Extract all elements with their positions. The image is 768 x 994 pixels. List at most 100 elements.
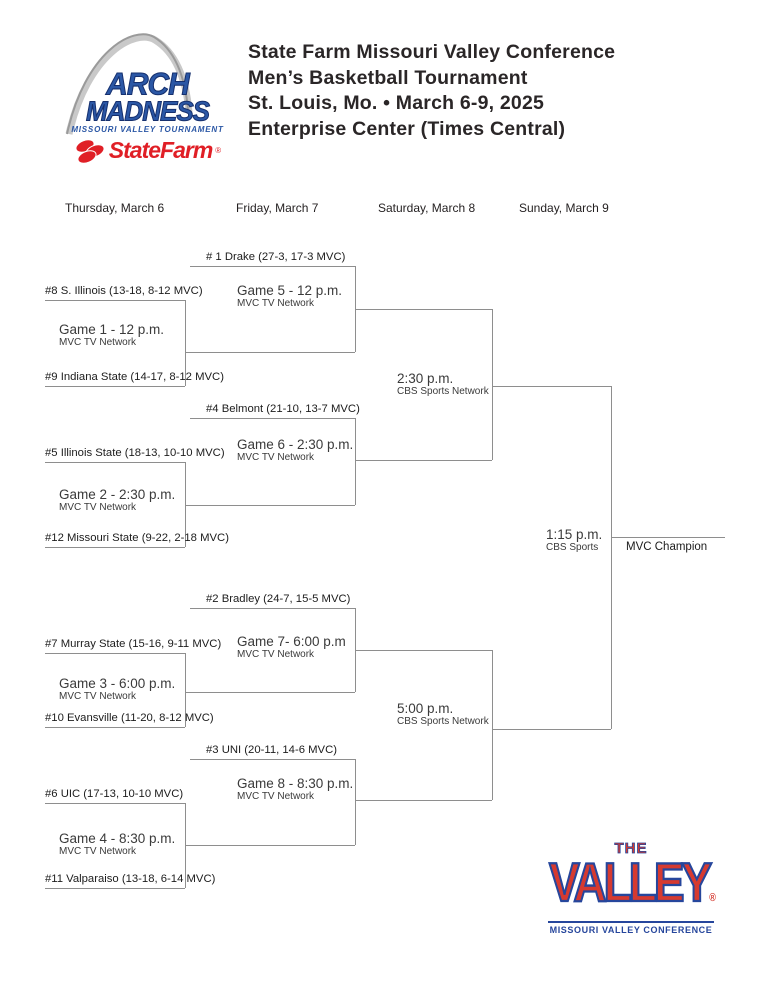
valley-logo-the: THE: [614, 840, 648, 857]
team-seed7: #7 Murray State (15-16, 9-11 MVC): [45, 638, 222, 650]
game6-time: Game 6 - 2:30 p.m.: [237, 437, 354, 452]
state-farm-trioval-icon: [73, 136, 107, 167]
game6-label: Game 6 - 2:30 p.m. MVC TV Network: [237, 437, 353, 464]
connector-game8: [355, 759, 356, 845]
game6-network: MVC TV Network: [237, 452, 315, 463]
title-line-4: Enterprise Center (Times Central): [248, 117, 566, 140]
game3-label: Game 3 - 6:00 p.m. MVC TV Network: [59, 676, 175, 703]
valley-logo-conference: MISSOURI VALLEY CONFERENCE: [549, 925, 713, 935]
game2-network: MVC TV Network: [59, 502, 137, 513]
semifinal2-time: 5:00 p.m.: [397, 701, 454, 716]
line-seed6: [45, 803, 185, 804]
game1-time: Game 1 - 12 p.m.: [59, 322, 165, 337]
semifinal1-label: 2:30 p.m. CBS Sports Network: [397, 371, 489, 398]
mvc-champion-label: MVC Champion: [626, 541, 708, 553]
state-farm-reg-mark: ®: [215, 145, 222, 155]
line-seed9: [45, 386, 185, 387]
line-seed7: [45, 653, 185, 654]
game1-network: MVC TV Network: [59, 337, 137, 348]
connector-semifinal2: [492, 650, 493, 800]
connector-game3: [185, 653, 186, 727]
state-farm-wordmark: StateFarm: [108, 136, 213, 163]
team-seed6: #6 UIC (17-13, 10-10 MVC): [45, 788, 184, 800]
winner-line-game8: [355, 800, 492, 801]
valley-logo-rule: [548, 921, 714, 923]
day-header-thursday: Thursday, March 6: [65, 201, 165, 215]
title-line-2: Men’s Basketball Tournament: [248, 66, 528, 89]
game1-label: Game 1 - 12 p.m. MVC TV Network: [59, 322, 164, 349]
semifinal2-network: CBS Sports Network: [397, 716, 489, 727]
team-seed12: #12 Missouri State (9-22, 2-18 MVC): [45, 532, 229, 544]
game8-network: MVC TV Network: [237, 791, 315, 802]
championship-network: CBS Sports: [546, 542, 599, 553]
logo-word-arch: ARCH: [106, 67, 191, 103]
valley-reg-mark: ®: [709, 891, 715, 904]
the-valley-logo: THE VALLEY® MISSOURI VALLEY CONFERENCE: [538, 840, 724, 935]
title-line-1: State Farm Missouri Valley Conference: [248, 41, 616, 63]
line-seed12: [45, 547, 185, 548]
team-seed5: #5 Illinois State (18-13, 10-10 MVC): [45, 447, 225, 459]
team-seed3: #3 UNI (20-11, 14-6 MVC): [206, 744, 338, 756]
connector-semifinal1: [492, 309, 493, 460]
game8-label: Game 8 - 8:30 p.m. MVC TV Network: [237, 776, 353, 803]
team-seed9: #9 Indiana State (14-17, 8-12 MVC): [45, 371, 224, 383]
game3-time: Game 3 - 6:00 p.m.: [59, 676, 176, 691]
day-header-friday: Friday, March 7: [236, 201, 319, 215]
winner-line-semifinal1: [492, 386, 611, 387]
game4-time: Game 4 - 8:30 p.m.: [59, 831, 176, 846]
line-seed1: [190, 266, 355, 267]
game2-label: Game 2 - 2:30 p.m. MVC TV Network: [59, 487, 175, 514]
logo-word-madness: MADNESS: [85, 95, 210, 128]
team-seed11: #11 Valparaiso (13-18, 6-14 MVC): [45, 873, 216, 885]
semifinal2-label: 5:00 p.m. CBS Sports Network: [397, 701, 489, 728]
semifinal1-network: CBS Sports Network: [397, 386, 489, 397]
game4-network: MVC TV Network: [59, 846, 137, 857]
page-title: State Farm Missouri Valley Conference Me…: [248, 40, 615, 142]
line-seed2: [190, 608, 355, 609]
game7-time: Game 7- 6:00 p.m: [237, 634, 346, 649]
game3-network: MVC TV Network: [59, 691, 137, 702]
team-seed1: # 1 Drake (27-3, 17-3 MVC): [206, 251, 346, 263]
title-line-3: St. Louis, Mo. • March 6-9, 2025: [248, 92, 545, 114]
team-seed2: #2 Bradley (24-7, 15-5 MVC): [206, 593, 351, 605]
valley-logo-wordmark: VALLEY®: [548, 851, 715, 913]
arch-madness-logo: ARCH MADNESS MISSOURI VALLEY TOURNAMENT …: [55, 28, 240, 167]
winner-line-game7: [355, 650, 492, 651]
line-seed11: [45, 888, 185, 889]
game5-time: Game 5 - 12 p.m.: [237, 283, 343, 298]
game4-label: Game 4 - 8:30 p.m. MVC TV Network: [59, 831, 175, 858]
winner-line-semifinal2: [492, 729, 611, 730]
line-seed5: [45, 462, 185, 463]
winner-line-game4: [185, 845, 355, 846]
gateway-arch-icon: [65, 33, 193, 135]
championship-label: 1:15 p.m. CBS Sports: [546, 527, 602, 554]
connector-game2: [185, 462, 186, 547]
line-seed10: [45, 727, 185, 728]
game5-network: MVC TV Network: [237, 298, 315, 309]
line-seed3: [190, 759, 355, 760]
championship-time: 1:15 p.m.: [546, 527, 603, 542]
winner-line-game5: [355, 309, 492, 310]
team-seed8: #8 S. Illinois (13-18, 8-12 MVC): [45, 285, 203, 297]
winner-line-game1: [185, 352, 355, 353]
line-seed8: [45, 300, 185, 301]
winner-line-game3: [185, 692, 355, 693]
line-seed4: [190, 418, 355, 419]
day-header-saturday: Saturday, March 8: [378, 201, 476, 215]
game5-label: Game 5 - 12 p.m. MVC TV Network: [237, 283, 342, 310]
game8-time: Game 8 - 8:30 p.m.: [237, 776, 354, 791]
team-seed4: #4 Belmont (21-10, 13-7 MVC): [206, 403, 360, 415]
connector-game6: [355, 418, 356, 505]
semifinal1-time: 2:30 p.m.: [397, 371, 454, 386]
champion-line: [611, 537, 725, 538]
team-seed10: #10 Evansville (11-20, 8-12 MVC): [45, 712, 214, 724]
game7-label: Game 7- 6:00 p.m MVC TV Network: [237, 634, 346, 661]
connector-game1: [185, 300, 186, 386]
state-farm-logo: StateFarm ®: [55, 136, 240, 167]
game2-time: Game 2 - 2:30 p.m.: [59, 487, 176, 502]
logo-tagline: MISSOURI VALLEY TOURNAMENT: [71, 125, 224, 134]
winner-line-game2: [185, 505, 355, 506]
connector-championship: [611, 386, 612, 729]
day-header-sunday: Sunday, March 9: [519, 201, 609, 215]
